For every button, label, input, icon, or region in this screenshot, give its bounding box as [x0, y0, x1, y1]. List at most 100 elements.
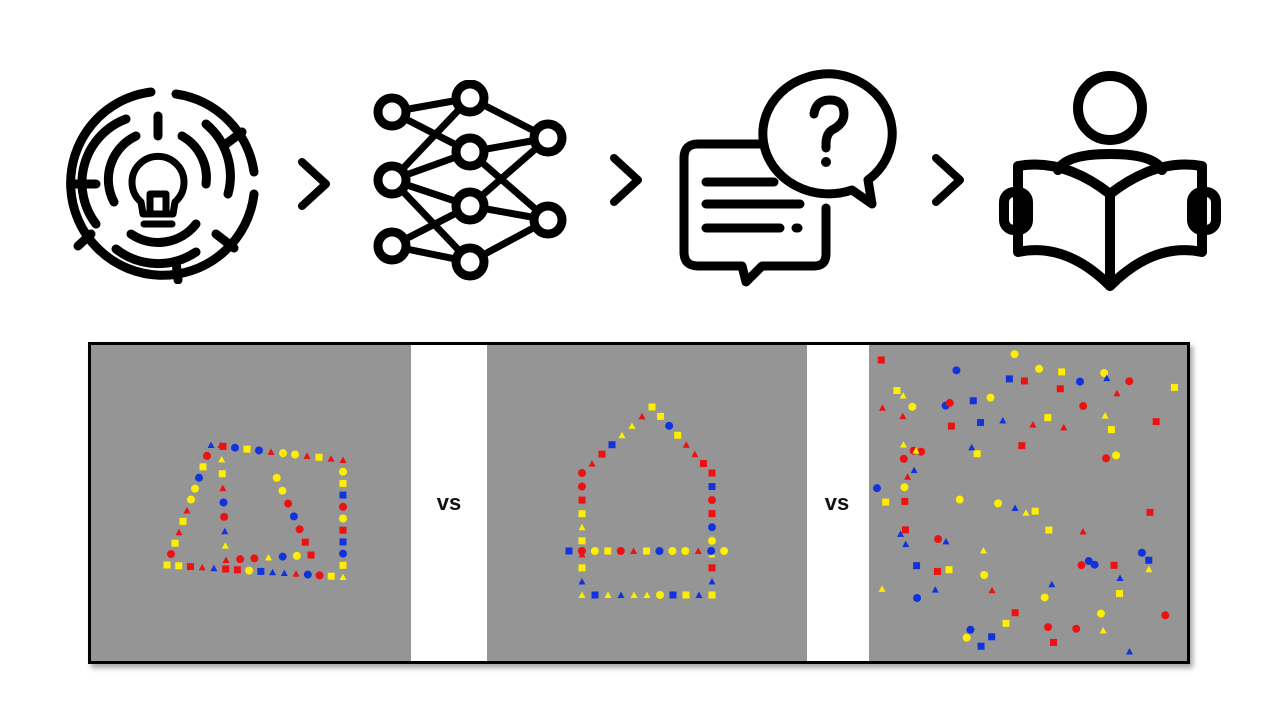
pattern-dot — [901, 497, 909, 505]
pattern-dot — [578, 496, 586, 504]
pattern-dot — [1044, 414, 1052, 422]
pattern-dot — [220, 512, 229, 521]
vs-label: vs — [436, 490, 462, 515]
pattern-dot — [339, 502, 347, 511]
pattern-dot — [327, 455, 335, 462]
pattern-dot — [186, 563, 194, 571]
pattern-dot — [931, 586, 939, 593]
pattern-dot — [578, 482, 586, 491]
pattern-dot — [218, 455, 226, 463]
pattern-dot — [303, 570, 312, 579]
pattern-dot — [339, 526, 347, 534]
pattern-dot — [708, 577, 716, 585]
pattern-dot — [878, 585, 886, 592]
pattern-dot — [1110, 561, 1118, 569]
pattern-dot — [1100, 369, 1109, 378]
pattern-dot — [604, 547, 612, 555]
pattern-dot — [1044, 623, 1053, 632]
pattern-dot — [900, 483, 909, 492]
pattern-dot — [665, 421, 674, 430]
pattern-dot — [339, 538, 347, 546]
random-dot-scatter — [873, 350, 1178, 655]
pattern-dot — [278, 552, 287, 561]
maze-lightbulb-icon — [66, 87, 259, 284]
pattern-dot — [899, 454, 908, 463]
pattern-dot — [630, 547, 638, 554]
pattern-dot — [279, 449, 287, 458]
pattern-dot — [708, 536, 716, 545]
pattern-dot — [608, 441, 616, 449]
pattern-dot — [1002, 619, 1010, 627]
pattern-dot — [280, 569, 288, 576]
trapezoid-pattern-panel — [91, 345, 411, 661]
pattern-dot — [910, 466, 918, 474]
pattern-dot — [1099, 626, 1107, 634]
pattern-dot — [219, 484, 227, 492]
pattern-dot — [899, 412, 907, 420]
pattern-dot — [947, 422, 955, 430]
pattern-dot — [250, 554, 259, 563]
pattern-dot — [269, 568, 277, 576]
pattern-dot — [986, 393, 995, 402]
pattern-dot — [720, 547, 729, 555]
pattern-dot — [315, 571, 324, 580]
pattern-dot — [219, 498, 228, 507]
pattern-dot — [1079, 402, 1088, 411]
pattern-dot — [674, 431, 682, 439]
pattern-dot — [899, 441, 907, 448]
pattern-dot — [1145, 565, 1153, 573]
pattern-dot — [669, 591, 677, 599]
pattern-dot — [578, 510, 586, 518]
pattern-dot — [999, 416, 1007, 424]
pattern-dot — [1005, 375, 1013, 383]
pattern-dot — [988, 586, 996, 594]
pattern-dot — [207, 441, 215, 448]
pattern-dot — [708, 496, 716, 505]
pattern-dot — [1116, 574, 1124, 582]
pattern-dot — [877, 356, 885, 364]
pattern-dot — [708, 523, 716, 532]
pattern-dot — [339, 573, 347, 580]
pattern-dot — [656, 591, 664, 599]
pattern-dot — [307, 551, 315, 559]
pattern-dot — [682, 591, 690, 599]
pattern-dot — [604, 591, 612, 598]
pattern-dot — [278, 486, 287, 495]
pattern-dot — [980, 570, 989, 579]
pattern-dot — [681, 547, 690, 555]
chevron-right-icon — [932, 154, 964, 206]
trapezoid-dot-pattern — [163, 441, 347, 580]
pattern-dot — [979, 546, 987, 554]
pattern-dot — [598, 450, 606, 458]
pattern-dot — [1031, 507, 1039, 515]
pattern-dot — [708, 483, 716, 491]
pattern-dot — [908, 402, 917, 411]
pattern-dot — [977, 642, 985, 650]
pattern-dot — [912, 447, 920, 454]
pattern-dot — [882, 498, 890, 506]
pattern-dot — [952, 366, 961, 375]
pattern-dot — [933, 567, 941, 575]
pattern-dot — [691, 450, 699, 458]
pattern-dot — [1102, 454, 1111, 463]
pattern-dot — [339, 549, 347, 558]
pattern-dot — [1020, 377, 1028, 385]
pattern-dot — [945, 566, 953, 574]
pattern-dot — [655, 547, 664, 555]
pattern-dot — [977, 419, 985, 427]
pattern-dot — [1011, 504, 1019, 511]
pattern-dot — [1040, 593, 1049, 602]
random-scatter-panel — [869, 345, 1187, 661]
pattern-dot — [1077, 561, 1086, 570]
pattern-dot — [222, 556, 230, 563]
pattern-dot — [966, 625, 975, 634]
pattern-dot — [578, 469, 586, 477]
pattern-dot — [315, 453, 323, 461]
pattern-dot — [339, 479, 347, 487]
pattern-dot — [668, 547, 677, 555]
pattern-dot — [175, 528, 183, 536]
pattern-dot — [988, 633, 996, 641]
pattern-dot — [1060, 423, 1068, 431]
pattern-dot — [708, 510, 716, 518]
pattern-dot — [695, 591, 703, 598]
